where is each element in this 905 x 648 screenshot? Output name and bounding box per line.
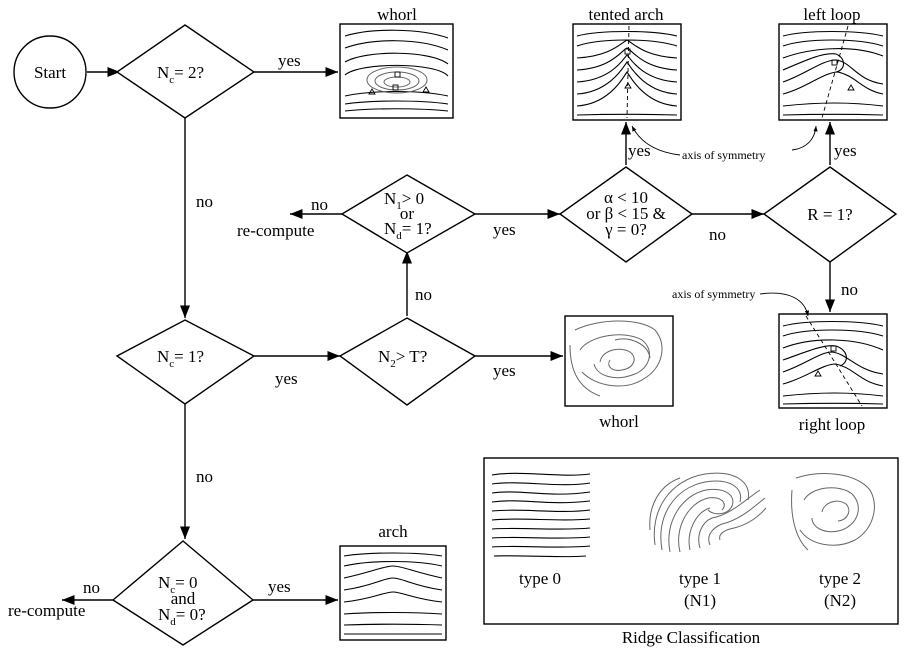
alpha-line2: or β < 15 &	[586, 204, 666, 223]
n1-line2: Nd= 1?	[384, 219, 432, 242]
decision-nc1: Nc= 1?	[115, 319, 256, 405]
label-no-n1: no	[311, 195, 328, 214]
axis-arrow-left-loop	[791, 125, 818, 151]
label-yes-alpha: yes	[628, 141, 651, 160]
decision-n1: N1> 0 or Nd= 1?	[340, 174, 477, 254]
axis-arrow-top	[631, 125, 681, 156]
arch-ridges	[343, 552, 443, 635]
nc0-line2: Nd= 0?	[158, 605, 206, 628]
label-recompute-n1: re-compute	[237, 221, 314, 240]
node-start: Start	[13, 35, 87, 109]
r1-label: R = 1?	[807, 205, 852, 224]
outcome-whorl-mid: whorl	[564, 315, 674, 431]
n1-or: or	[400, 204, 415, 223]
ridge-classification-box	[483, 457, 899, 625]
label-no-nc0: no	[83, 578, 100, 597]
alpha-line1: α < 10	[604, 188, 648, 207]
label-recompute-nc0: re-compute	[8, 601, 85, 620]
whorl-mid-title: whorl	[599, 412, 639, 431]
left-loop-ridges	[782, 25, 884, 119]
label-no-n2t: no	[415, 285, 432, 304]
label-no-alpha: no	[709, 225, 726, 244]
label-yes-n1: yes	[493, 220, 516, 239]
type2-sample	[791, 473, 875, 551]
whorl-mid-ridges	[569, 320, 663, 397]
type1-note: (N1)	[684, 591, 716, 610]
ridge-classification-panel: type 0 type 1 (N1) type 2 (N2) Ridge Cla…	[483, 457, 899, 647]
decision-nc0: Nc= 0 and Nd= 0?	[111, 540, 255, 646]
whorl-mid-image	[564, 315, 674, 407]
label-no-nc2: no	[196, 192, 213, 211]
edge-labels: yes no yes no yes no yes no re-compute y…	[8, 51, 858, 620]
n2t-label: N2> T?	[378, 347, 427, 370]
alpha-line3: γ = 0?	[604, 220, 647, 239]
label-yes-nc0: yes	[268, 577, 291, 596]
whorl-top-title: whorl	[377, 5, 417, 24]
arch-image	[339, 545, 447, 641]
outcome-arch: arch	[339, 522, 447, 641]
type1-label: type 1	[679, 569, 721, 588]
type1-sample	[649, 472, 767, 553]
whorl-top-image	[339, 23, 454, 119]
type2-note: (N2)	[824, 591, 856, 610]
outcome-left-loop: left loop	[778, 5, 888, 151]
ridge-classification-title: Ridge Classification	[622, 628, 761, 647]
decision-r1: R = 1?	[762, 166, 898, 263]
nc0-line1: Nc= 0	[158, 573, 198, 596]
left-loop-image	[778, 23, 888, 121]
tented-arch-title: tented arch	[588, 5, 664, 24]
right-loop-title: right loop	[799, 415, 866, 434]
start-label: Start	[34, 63, 66, 82]
label-yes-n2t: yes	[493, 361, 516, 380]
label-yes-nc2: yes	[278, 51, 301, 70]
label-no-r1: no	[841, 280, 858, 299]
label-yes-nc1: yes	[275, 369, 298, 388]
decision-n2t: N2> T?	[338, 317, 477, 406]
outcome-whorl-top: whorl	[339, 5, 454, 119]
type2-label: type 2	[819, 569, 861, 588]
type0-sample	[491, 472, 591, 558]
n1-line1: N1> 0	[384, 189, 424, 212]
label-yes-r1: yes	[834, 141, 857, 160]
right-loop-image	[778, 313, 888, 409]
label-no-nc1: no	[196, 467, 213, 486]
nc2-label: Nc= 2?	[157, 63, 204, 86]
arch-title: arch	[378, 522, 408, 541]
tented-arch-ridges	[576, 25, 678, 119]
outcome-right-loop: axis of symmetry right loop	[672, 287, 888, 434]
nc1-label: Nc= 1?	[157, 347, 204, 370]
type0-label: type 0	[519, 569, 561, 588]
whorl-top-ridges	[344, 29, 449, 112]
left-loop-title: left loop	[803, 5, 860, 24]
edges	[61, 66, 836, 606]
axis-top-label: axis of symmetry	[682, 148, 765, 162]
outcome-tented-arch: tented arch axis of symmetry	[572, 5, 765, 162]
decision-nc2: Nc= 2?	[115, 24, 256, 119]
nc0-and: and	[171, 589, 196, 608]
right-loop-ridges	[782, 315, 884, 407]
axis-arrow-right	[759, 292, 810, 317]
decision-alpha: α < 10 or β < 15 & γ = 0?	[558, 166, 694, 263]
axis-right-label: axis of symmetry	[672, 287, 755, 301]
